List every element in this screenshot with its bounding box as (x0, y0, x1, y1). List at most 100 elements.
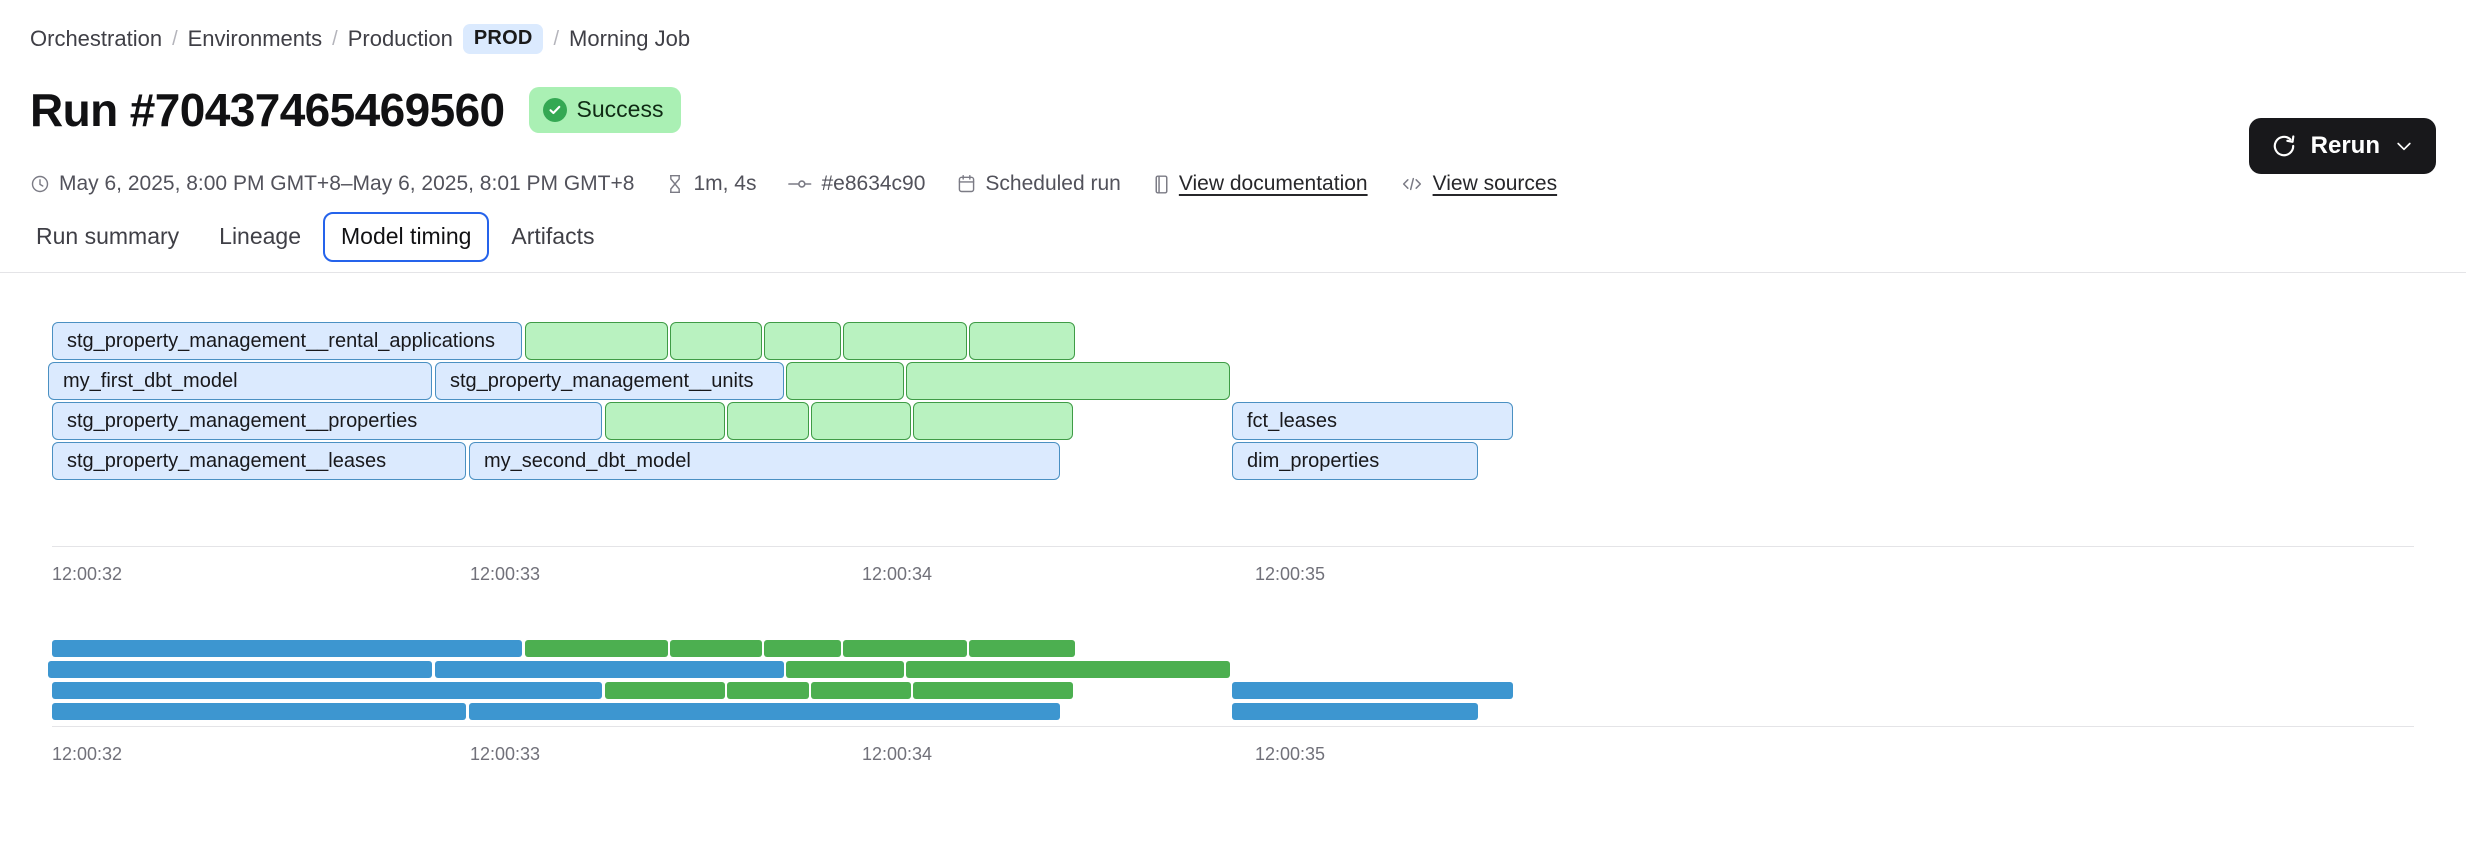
chevron-down-icon (2394, 136, 2414, 156)
minimap-bar-1-1[interactable] (435, 661, 784, 678)
minimap-bar-2-4[interactable] (913, 682, 1073, 699)
tab-bar-divider (0, 272, 2466, 273)
minimap-bar-0-4[interactable] (843, 640, 967, 657)
gantt-bar-my_second_dbt_model[interactable]: my_second_dbt_model (469, 442, 1060, 480)
gantt-bar-test-0-4[interactable] (843, 322, 967, 360)
minimap-axis-tick-1: 12:00:33 (470, 744, 541, 764)
tab-artifacts[interactable]: Artifacts (493, 212, 612, 262)
tab-lineage[interactable]: Lineage (201, 212, 319, 262)
rerun-button-label: Rerun (2310, 132, 2380, 159)
minimap-bar-3-0[interactable] (52, 703, 466, 720)
gantt-bar-dim_properties[interactable]: dim_properties (1232, 442, 1478, 480)
minimap-bar-2-3[interactable] (811, 682, 911, 699)
gantt-bar-test-1-3[interactable] (906, 362, 1230, 400)
minimap-bar-3-2[interactable] (1232, 703, 1478, 720)
minimap-bar-2-1[interactable] (605, 682, 725, 699)
meta-item-label: #e8634c90 (821, 172, 926, 195)
gantt-bar-label: stg_property_management__properties (67, 409, 418, 432)
breadcrumb-env-badge[interactable]: PROD (462, 24, 544, 54)
title-row: Run #70437465469560 Success (30, 84, 682, 136)
minimap-axis-tick-3: 12:00:35 (1255, 744, 1326, 764)
breadcrumb-separator: / (332, 27, 338, 50)
gantt-bar-test-0-3[interactable] (764, 322, 841, 360)
model-timing-gantt: stg_property_management__rental_applicat… (0, 300, 2466, 588)
minimap-bar-2-0[interactable] (52, 682, 602, 699)
gantt-bar-fct_leases[interactable]: fct_leases (1232, 402, 1513, 440)
meta-item-label[interactable]: View documentation (1178, 172, 1368, 195)
gantt-bar-test-2-1[interactable] (605, 402, 725, 440)
meta-item-2: #e8634c90 (788, 172, 925, 196)
meta-item-label: 1m, 4s (693, 172, 757, 195)
tab-model-timing[interactable]: Model timing (323, 212, 490, 262)
gantt-bar-test-0-5[interactable] (969, 322, 1075, 360)
minimap-bar-1-0[interactable] (48, 661, 432, 678)
meta-item-1: 1m, 4s (666, 172, 756, 196)
book-icon (1153, 174, 1170, 195)
gantt-axis-tick-2: 12:00:34 (862, 564, 933, 584)
gantt-bar-stg_property_management__units[interactable]: stg_property_management__units (435, 362, 784, 400)
gantt-bar-label: stg_property_management__units (450, 369, 754, 392)
gantt-bar-test-2-3[interactable] (811, 402, 911, 440)
meta-item-0: May 6, 2025, 8:00 PM GMT+8–May 6, 2025, … (30, 172, 634, 196)
code-icon (1400, 174, 1424, 194)
minimap-bar-2-5[interactable] (1232, 682, 1513, 699)
minimap-bar-0-3[interactable] (764, 640, 841, 657)
gantt-rows: stg_property_management__rental_applicat… (0, 300, 2466, 546)
minimap-bar-3-1[interactable] (469, 703, 1060, 720)
run-meta-row: May 6, 2025, 8:00 PM GMT+8–May 6, 2025, … (30, 172, 1557, 196)
breadcrumb-item-0[interactable]: Orchestration (30, 26, 163, 51)
gantt-bar-test-1-2[interactable] (786, 362, 904, 400)
gantt-time-axis: 12:00:32 12:00:33 12:00:34 12:00:35 (0, 546, 2466, 588)
breadcrumb-item-2[interactable]: Production (347, 26, 453, 51)
gantt-bar-stg_property_management__leases[interactable]: stg_property_management__leases (52, 442, 466, 480)
tab-run-summary[interactable]: Run summary (18, 212, 197, 262)
meta-item-5[interactable]: View sources (1400, 172, 1558, 196)
breadcrumb: Orchestration / Environments / Production PRO… (30, 24, 690, 54)
minimap-bar-1-2[interactable] (786, 661, 904, 678)
gantt-bar-test-0-2[interactable] (670, 322, 762, 360)
meta-item-label: Scheduled run (985, 172, 1121, 195)
minimap-bar-0-2[interactable] (670, 640, 762, 657)
minimap-axis-tick-2: 12:00:34 (862, 744, 933, 764)
gantt-bar-label: fct_leases (1247, 409, 1338, 432)
meta-item-label: May 6, 2025, 8:00 PM GMT+8–May 6, 2025, … (59, 172, 635, 195)
minimap-bar-0-5[interactable] (969, 640, 1075, 657)
breadcrumb-separator: / (553, 27, 560, 50)
gantt-axis-tick-1: 12:00:33 (470, 564, 541, 584)
meta-item-4[interactable]: View documentation (1153, 172, 1368, 196)
gantt-axis-line (52, 546, 2414, 547)
minimap-rows[interactable] (0, 640, 2466, 726)
gantt-bar-label: dim_properties (1247, 449, 1380, 472)
check-circle-icon (542, 97, 567, 122)
gantt-bar-stg_property_management__rental_applications[interactable]: stg_property_management__rental_applicat… (52, 322, 522, 360)
breadcrumb-item-1[interactable]: Environments (187, 26, 323, 51)
meta-item-label[interactable]: View sources (1432, 172, 1558, 195)
gantt-bar-label: my_first_dbt_model (63, 369, 238, 392)
minimap-time-axis: 12:00:32 12:00:33 12:00:34 12:00:35 (0, 726, 2466, 766)
rerun-button[interactable]: Rerun (2248, 118, 2436, 174)
gantt-bar-my_first_dbt_model[interactable]: my_first_dbt_model (48, 362, 432, 400)
gantt-bar-label: my_second_dbt_model (484, 449, 691, 472)
page-title: Run #70437465469560 (30, 84, 505, 136)
gantt-bar-test-0-1[interactable] (525, 322, 668, 360)
gantt-bar-stg_property_management__properties[interactable]: stg_property_management__properties (52, 402, 602, 440)
minimap-bar-2-2[interactable] (727, 682, 809, 699)
minimap-axis-tick-0: 12:00:32 (52, 744, 123, 764)
breadcrumb-separator: / (172, 27, 178, 50)
model-timing-minimap[interactable]: 12:00:32 12:00:33 12:00:34 12:00:35 (0, 640, 2466, 766)
minimap-bar-0-1[interactable] (525, 640, 668, 657)
minimap-bar-1-3[interactable] (906, 661, 1230, 678)
gantt-axis-tick-3: 12:00:35 (1255, 564, 1326, 584)
gantt-bar-test-2-2[interactable] (727, 402, 809, 440)
breadcrumb-item-4: Morning Job (569, 26, 691, 51)
minimap-bar-0-0[interactable] (52, 640, 522, 657)
clock-icon (30, 174, 50, 194)
gantt-axis-tick-0: 12:00:32 (52, 564, 123, 584)
status-badge: Success (528, 87, 682, 133)
minimap-axis-line (52, 726, 2414, 727)
gantt-bar-label: stg_property_management__leases (67, 449, 387, 472)
gantt-bar-test-2-4[interactable] (913, 402, 1073, 440)
calendar-icon (957, 174, 976, 194)
commit-icon (788, 176, 812, 192)
refresh-icon (2271, 133, 2297, 159)
